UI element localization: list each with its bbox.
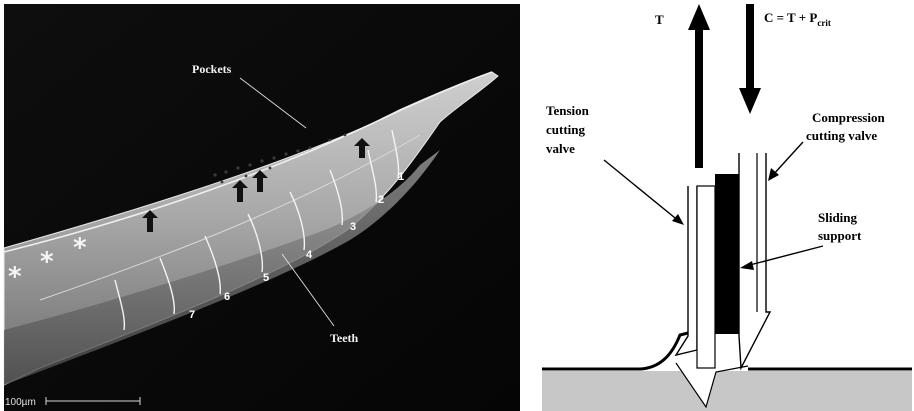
tooth-number: 2 xyxy=(378,194,384,206)
tooth-number: 3 xyxy=(350,221,356,233)
tooth-number: 4 xyxy=(306,249,313,261)
compression-valve-label: Compression cutting valve xyxy=(806,110,888,143)
sliding-support xyxy=(715,174,739,334)
tension-cutting-valve xyxy=(676,186,697,355)
tooth-number: 1 xyxy=(398,171,404,183)
tension-force-arrow xyxy=(688,4,710,168)
surface-line xyxy=(542,333,912,369)
asterisk-marker: * xyxy=(8,262,22,292)
asterisk-marker: * xyxy=(40,247,54,277)
asterisk-marker: * xyxy=(73,233,87,263)
schematic-panel: T C = T + Pcrit Tension cutting valve Co… xyxy=(542,4,912,411)
teeth-label: Teeth xyxy=(330,331,359,345)
tension-force-label: T xyxy=(655,12,664,27)
scale-bar-label: 100µm xyxy=(5,397,36,408)
tooth-number: 5 xyxy=(263,272,269,284)
probe-stem xyxy=(697,186,715,368)
tooth-number: 7 xyxy=(189,309,195,321)
compression-force-arrow xyxy=(739,4,761,114)
tooth-number: 6 xyxy=(224,291,230,303)
pockets-label: Pockets xyxy=(192,62,232,76)
compression-valve-leader xyxy=(772,142,803,176)
ground-surface xyxy=(542,371,912,411)
sliding-support-label: Sliding support xyxy=(818,210,862,243)
tension-valve-label: Tension cutting valve xyxy=(546,103,592,156)
tension-valve-arrowhead xyxy=(672,214,684,225)
compression-force-label: C = T + Pcrit xyxy=(764,10,831,28)
sem-micrograph-panel: Pockets Teeth 1 2 3 4 5 6 7 * * * 100µm xyxy=(4,4,520,411)
tension-valve-leader xyxy=(604,160,680,222)
